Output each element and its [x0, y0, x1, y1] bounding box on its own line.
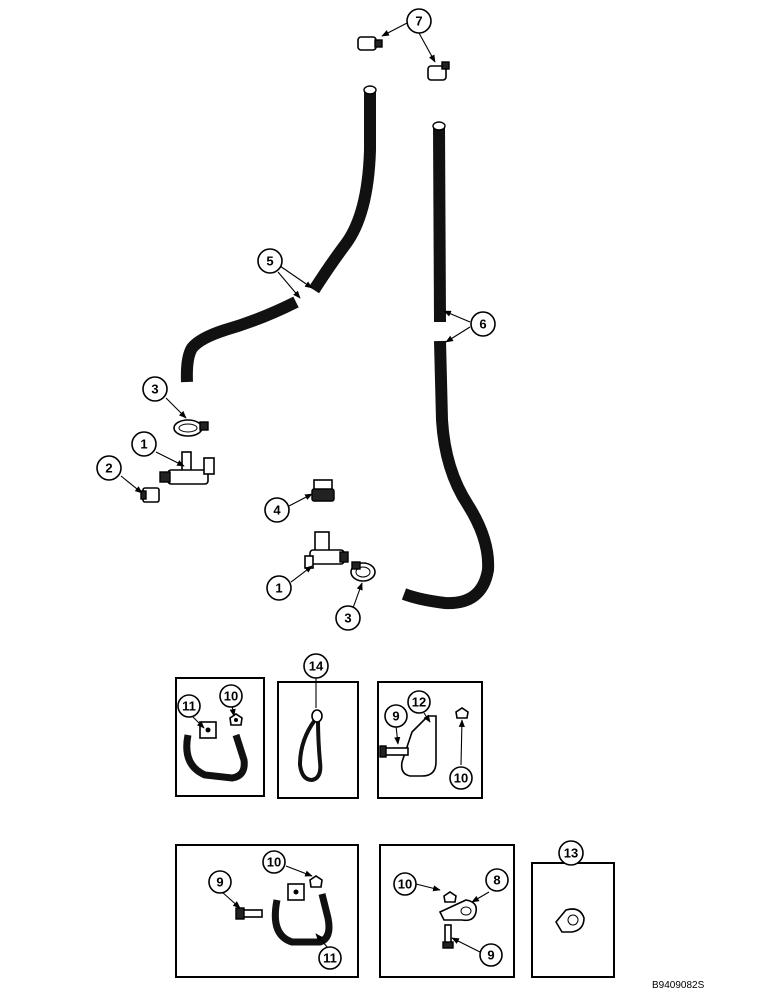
- hose-6-lower: [401, 340, 495, 610]
- detail-box-bracket-12: 9 12 10: [377, 681, 483, 799]
- callout-10-box3: 10: [449, 766, 473, 790]
- detail-box-strap-clamp-assembly: 9 10 11: [175, 844, 359, 978]
- plug-2: [140, 487, 160, 503]
- callout-9-box3: 9: [384, 704, 408, 728]
- hose-clamp-7-right: [427, 61, 450, 81]
- svg-text:14: 14: [309, 659, 324, 674]
- svg-text:12: 12: [412, 695, 426, 710]
- svg-text:3: 3: [344, 611, 351, 626]
- detail-box-strap-clamp-11: 11 10: [175, 677, 265, 797]
- svg-text:11: 11: [323, 951, 337, 966]
- detail-box-clip-13: 13: [531, 840, 615, 978]
- callout-14: 14: [303, 653, 329, 679]
- hose-clamp-3-upper: [173, 419, 209, 437]
- callout-11-box1: 11: [177, 694, 201, 718]
- svg-text:3: 3: [151, 382, 158, 397]
- callout-6: 6: [470, 311, 496, 337]
- callout-13: 13: [558, 840, 584, 866]
- svg-text:7: 7: [415, 14, 422, 29]
- callout-11-box4: 11: [318, 946, 342, 970]
- svg-text:11: 11: [182, 699, 196, 714]
- hose-6-upper: [432, 121, 446, 323]
- svg-text:10: 10: [267, 855, 281, 870]
- callout-7: 7: [406, 8, 432, 34]
- callout-10-box5: 10: [393, 872, 417, 896]
- drawing-code: B9409082S: [652, 980, 705, 991]
- callout-3-upper: 3: [142, 376, 168, 402]
- callout-1-upper: 1: [131, 431, 157, 457]
- hose-clamp-7-left: [357, 36, 383, 51]
- svg-text:1: 1: [275, 581, 282, 596]
- svg-text:9: 9: [392, 709, 399, 724]
- svg-text:4: 4: [273, 503, 281, 518]
- callout-9-box5: 9: [479, 943, 503, 967]
- svg-text:10: 10: [398, 877, 412, 892]
- hose-clamp-3-lower: [350, 561, 376, 582]
- svg-text:9: 9: [216, 875, 223, 890]
- svg-text:10: 10: [454, 771, 468, 786]
- svg-text:6: 6: [479, 317, 486, 332]
- callout-3-lower: 3: [335, 605, 361, 631]
- callout-1-lower: 1: [266, 575, 292, 601]
- leader-lines-main: [120, 21, 471, 609]
- elbow-fitting-1-lower: [304, 531, 349, 569]
- hose-5-lower: [180, 296, 299, 383]
- svg-text:8: 8: [493, 873, 500, 888]
- svg-text:10: 10: [224, 689, 238, 704]
- svg-text:13: 13: [564, 846, 578, 861]
- detail-box-clip-8: 10 8 9: [379, 844, 515, 978]
- callout-8: 8: [485, 868, 509, 892]
- svg-text:5: 5: [266, 254, 273, 269]
- svg-text:1: 1: [140, 437, 147, 452]
- elbow-fitting-1-upper: [159, 451, 215, 485]
- adapter-4: [311, 479, 335, 502]
- detail-box-tie-strap-14: 14: [277, 653, 359, 799]
- callout-4: 4: [264, 497, 290, 523]
- callout-10-box4: 10: [262, 850, 286, 874]
- svg-text:2: 2: [105, 461, 112, 476]
- svg-text:9: 9: [487, 948, 494, 963]
- callout-12: 12: [407, 690, 431, 714]
- callout-10-box1: 10: [219, 684, 243, 708]
- callout-2: 2: [96, 455, 122, 481]
- callout-5: 5: [257, 248, 283, 274]
- hose-5-upper: [308, 85, 377, 294]
- callout-9-box4: 9: [208, 870, 232, 894]
